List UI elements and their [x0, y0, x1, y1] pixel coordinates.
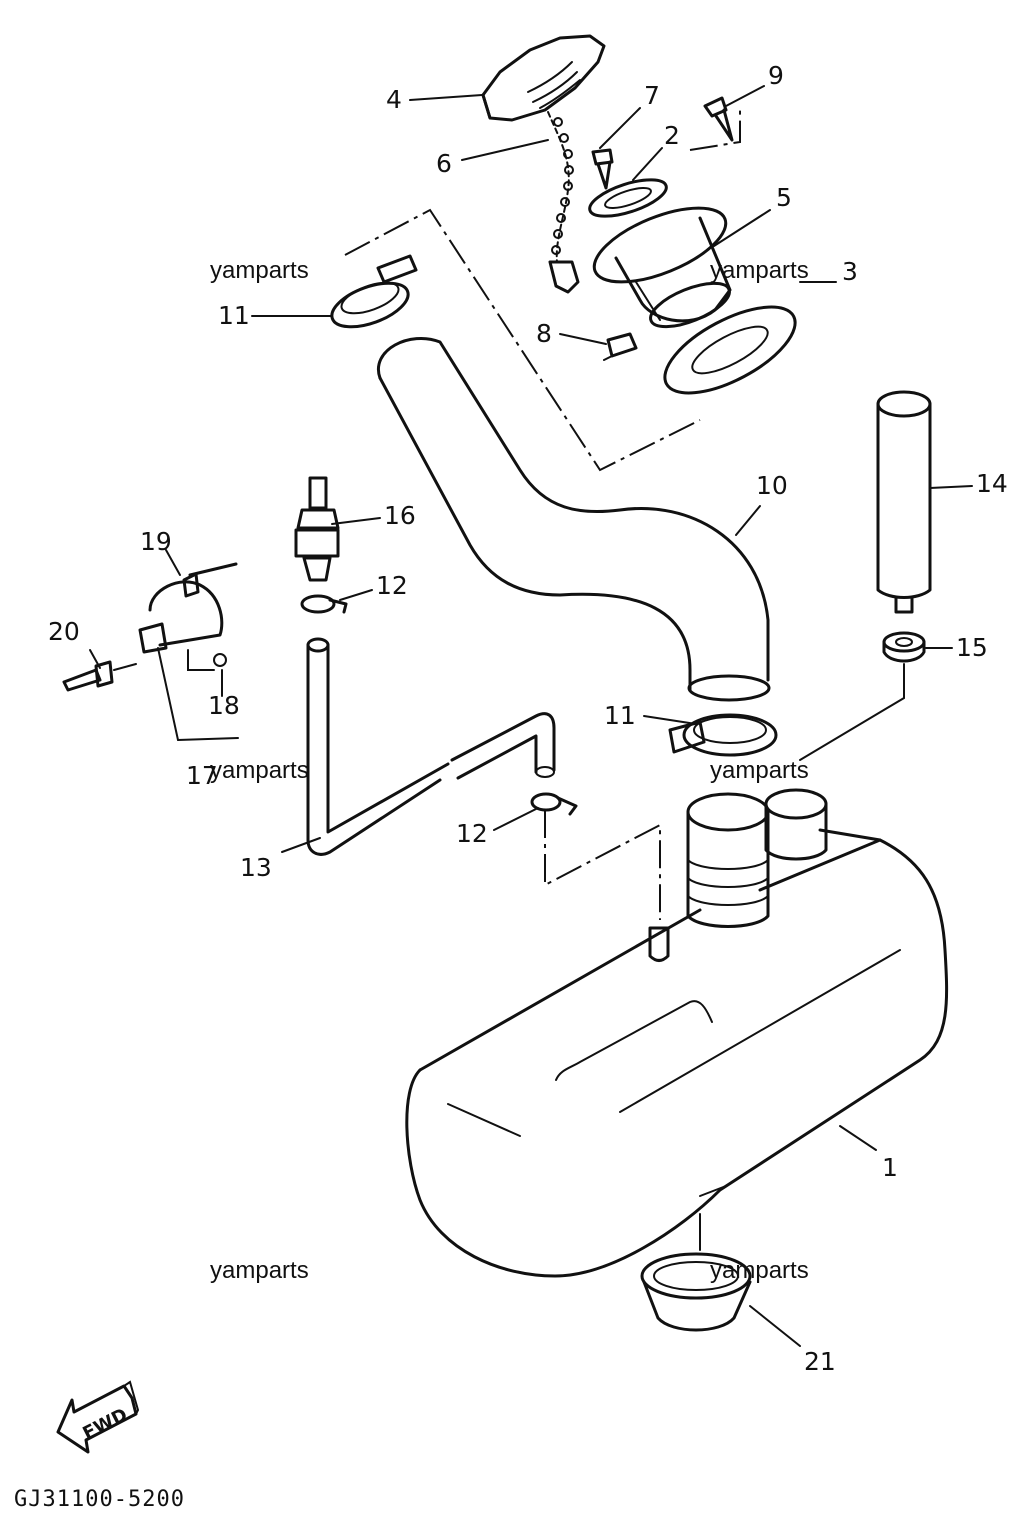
callout-1: 1: [882, 1153, 898, 1182]
assembly-axis-upper: [344, 208, 701, 472]
hose-clip-upper: [300, 594, 348, 614]
callout-8: 8: [536, 319, 552, 348]
callout-7: 7: [644, 81, 660, 110]
bracket-assembly-part-17: [138, 562, 239, 741]
forward-direction-label: FWD: [79, 1404, 130, 1444]
mounting-gasket-part-3: [663, 305, 797, 395]
bolt-part-20: [62, 660, 137, 692]
screw-part-9: [703, 96, 734, 142]
callout-16: 16: [384, 501, 416, 530]
watermark-text: yamparts: [210, 1257, 309, 1284]
oil-tank-part-1: [405, 788, 949, 1278]
pipe-part-14: [876, 390, 932, 614]
callout-19: 19: [140, 527, 172, 556]
callout-numbers: 1 2 3 4 5 6 7 8 9 10 11 11 12 12 13 14 1…: [48, 61, 1008, 1376]
callout-12-lower: 12: [456, 819, 488, 848]
callout-15: 15: [956, 633, 988, 662]
callout-12-upper: 12: [376, 571, 408, 600]
watermark-text: yamparts: [210, 257, 309, 284]
watermark-text: yamparts: [710, 757, 809, 784]
callout-leaders: [89, 85, 973, 1347]
assembly-axis-lower: [544, 810, 661, 920]
filler-hose-part: [376, 336, 771, 702]
filler-cap-part: [481, 34, 606, 122]
callout-11-upper: 11: [218, 301, 250, 330]
hose-clamp-lower: [668, 713, 778, 757]
callout-10: 10: [756, 471, 788, 500]
callout-3: 3: [842, 257, 858, 286]
hose-clamp-upper: [330, 254, 418, 329]
gasket-part-2: [588, 178, 668, 218]
watermark-text: yamparts: [210, 757, 309, 784]
retainer-chain-part: [547, 111, 580, 294]
callout-9: 9: [768, 61, 784, 90]
callout-13: 13: [240, 853, 272, 882]
screw-part-7: [591, 148, 614, 190]
callout-2: 2: [664, 121, 680, 150]
watermark-text: yamparts: [710, 257, 809, 284]
forward-arrow-icon: FWD: [56, 1380, 140, 1454]
callout-6: 6: [436, 149, 452, 178]
callout-14: 14: [976, 469, 1008, 498]
assembly-axis-neck: [689, 110, 741, 151]
watermarks: yamparts yamparts yamparts yamparts yamp…: [210, 257, 809, 1284]
fuel-fitting-part-16: [294, 476, 340, 582]
callout-4: 4: [386, 85, 402, 114]
callout-5: 5: [776, 183, 792, 212]
leader-15-to-tank: [799, 663, 905, 761]
callout-21: 21: [804, 1347, 836, 1376]
fuel-hose-part-13: [306, 637, 556, 856]
fitting-part-8: [603, 332, 638, 361]
callout-11-lower: 11: [604, 701, 636, 730]
diagram-code: GJ31100-5200: [14, 1487, 185, 1512]
drain-cap-part-21: [640, 1213, 752, 1332]
watermark-text: yamparts: [710, 1257, 809, 1284]
filler-neck-part: [592, 206, 732, 329]
callout-20: 20: [48, 617, 80, 646]
callout-17: 17: [186, 761, 218, 790]
hose-clip-lower: [530, 792, 578, 816]
callout-18: 18: [208, 691, 240, 720]
grommet-part-15: [882, 631, 926, 663]
